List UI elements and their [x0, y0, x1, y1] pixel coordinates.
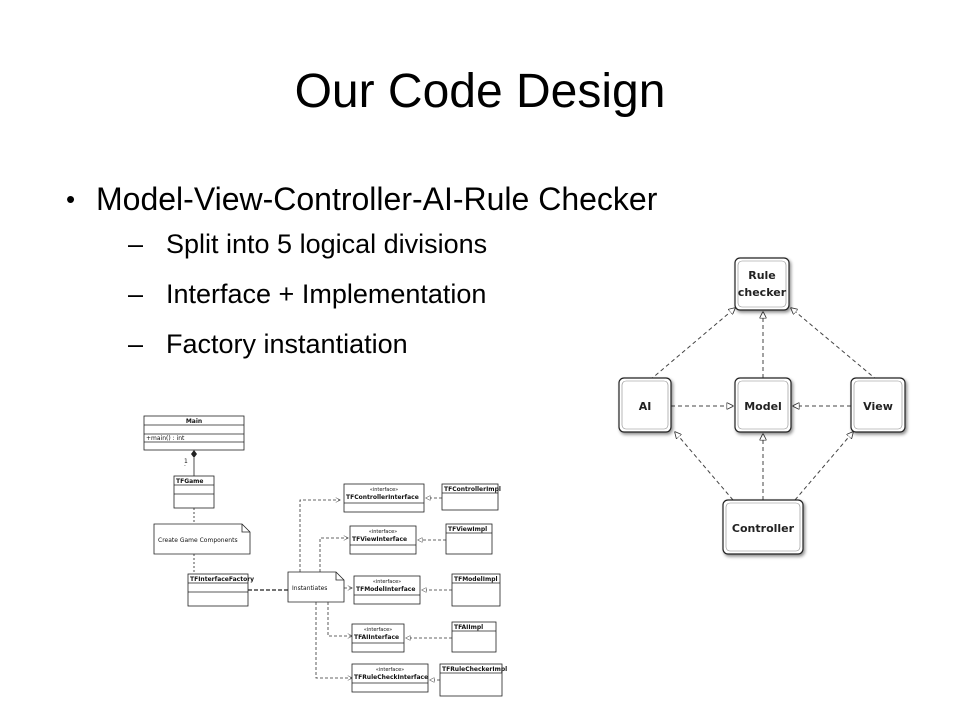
- uml-stereotype: «interface»: [364, 627, 392, 633]
- uml-note-instantiates-text: Instantiates: [292, 585, 327, 592]
- uml-interface-name: TFAIInterface: [354, 634, 399, 641]
- ai-label: AI: [639, 400, 652, 413]
- slide-title: Our Code Design: [294, 65, 666, 118]
- uml-interface-row: «interface» TFAIInterface TFAIImpl: [351, 621, 497, 653]
- uml-main-class: Main +main() : int: [143, 415, 245, 451]
- arrow-controller-to-view: [794, 432, 853, 501]
- sub-bullet-item: – Interface + Implementation: [128, 276, 657, 312]
- dash-icon: –: [128, 229, 144, 259]
- ai-box: AI: [618, 377, 672, 433]
- uml-interface-row: «interface» TFRuleCheckInterface TFRuleC…: [351, 663, 507, 697]
- uml-tfgame-name: TFGame: [176, 478, 204, 485]
- view-label: View: [863, 400, 893, 413]
- uml-stereotype: «interface»: [370, 487, 398, 493]
- dash-icon: –: [128, 279, 144, 309]
- uml-interface-name: TFModelInterface: [356, 586, 415, 593]
- uml-interface-name: TFViewInterface: [352, 536, 407, 543]
- uml-impl-name: TFControllerImpl: [444, 486, 501, 493]
- controller-label: Controller: [732, 522, 795, 535]
- arrow-ai-to-rule: [649, 308, 735, 381]
- sub-bullet-list: – Split into 5 logical divisions – Inter…: [96, 226, 657, 362]
- uml-main-op: +main() : int: [146, 435, 185, 442]
- uml-note-instantiates: Instantiates: [287, 571, 345, 603]
- uml-class-diagram: Main +main() : int 1 · TFGame Create Gam…: [143, 415, 507, 697]
- composition-diamond-icon: [191, 450, 197, 458]
- uml-interface-row: «interface» TFViewInterface TFViewImpl: [349, 523, 493, 555]
- view-box: View: [850, 377, 906, 433]
- uml-interface-name: TFRuleCheckInterface: [354, 674, 428, 681]
- uml-impl-name: TFAIImpl: [454, 624, 483, 631]
- uml-note-create-text: Create Game Components: [158, 537, 238, 544]
- uml-main-name: Main: [186, 418, 202, 425]
- uml-stereotype: «interface»: [369, 529, 397, 535]
- uml-note-create: Create Game Components: [153, 523, 251, 555]
- arrow-controller-to-ai: [675, 432, 734, 501]
- uml-multiplicity-mark: ·: [184, 463, 186, 470]
- uml-multiplicity: 1: [184, 458, 188, 465]
- sub-bullet-text: Split into 5 logical divisions: [166, 229, 488, 259]
- model-box: Model: [734, 377, 792, 433]
- bullet-item: • Model-View-Controller-AI-Rule Checker …: [66, 178, 657, 362]
- sub-bullet-item: – Split into 5 logical divisions: [128, 226, 657, 262]
- uml-interface-row: «interface» TFControllerInterface TFCont…: [343, 483, 501, 513]
- uml-factory-name: TFInterfaceFactory: [190, 576, 254, 583]
- model-label: Model: [744, 400, 782, 413]
- uml-stereotype: «interface»: [376, 667, 404, 673]
- sub-bullet-text: Factory instantiation: [166, 329, 408, 359]
- sub-bullet-text: Interface + Implementation: [166, 279, 487, 309]
- uml-factory-class: TFInterfaceFactory: [187, 573, 254, 607]
- uml-interface-row: «interface» TFModelInterface TFModelImpl: [353, 573, 501, 607]
- sub-bullet-item: – Factory instantiation: [128, 326, 657, 362]
- mvc-diagram: Rule checker AI Model View Controller: [618, 257, 906, 555]
- uml-tfgame-class: TFGame: [173, 475, 215, 509]
- arrow-view-to-rule: [791, 308, 878, 381]
- uml-stereotype: «interface»: [373, 579, 401, 585]
- rule-checker-label-2: checker: [738, 286, 787, 299]
- bullet-list: • Model-View-Controller-AI-Rule Checker …: [66, 178, 657, 376]
- uml-impl-name: TFRuleCheckerImpl: [442, 666, 507, 673]
- rule-checker-label-1: Rule: [748, 269, 776, 282]
- bullet-text: Model-View-Controller-AI-Rule Checker: [96, 181, 658, 217]
- dash-icon: –: [128, 329, 144, 359]
- uml-impl-name: TFModelImpl: [454, 576, 498, 583]
- rule-checker-box: Rule checker: [734, 257, 790, 311]
- bullet-dot-icon: •: [66, 184, 76, 214]
- uml-impl-name: TFViewImpl: [448, 526, 487, 533]
- controller-box: Controller: [722, 499, 804, 555]
- uml-interface-name: TFControllerInterface: [346, 494, 419, 501]
